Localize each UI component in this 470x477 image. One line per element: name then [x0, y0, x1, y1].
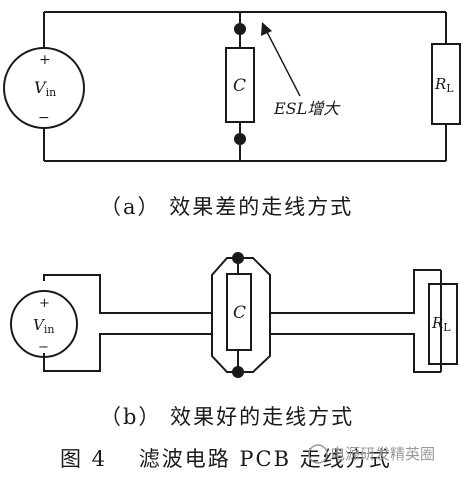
a-source-plus: + — [39, 52, 51, 68]
b-junction-top — [232, 252, 244, 264]
a-source-label: Vin — [34, 78, 56, 99]
b-source-plus: + — [39, 296, 50, 311]
b-left-feed-trace — [43, 274, 212, 314]
b-capacitor-pad — [211, 257, 271, 373]
a-capacitor-label: C — [233, 76, 246, 96]
watermark: 电源研发精英圈 — [308, 444, 435, 464]
a-load-label: RL — [434, 75, 454, 95]
b-load-label: RL — [431, 314, 451, 334]
b-source-minus: − — [38, 340, 49, 355]
b-capacitor-label: C — [233, 303, 246, 323]
diagram-b — [10, 257, 458, 373]
b-right-feed-trace — [270, 269, 441, 314]
b-left-return-trace — [43, 333, 212, 372]
a-source-minus: − — [38, 110, 50, 126]
b-source-label: Vin — [33, 316, 54, 336]
a-esl-arrow-head — [261, 22, 272, 36]
a-caption: （a） 效果差的走线方式 — [100, 195, 353, 219]
watermark-text: 电源研发精英圈 — [330, 445, 435, 463]
b-right-return-trace — [270, 333, 441, 373]
b-voltage-source — [10, 290, 78, 358]
a-capacitor-box — [225, 47, 255, 123]
watermark-logo-icon — [308, 444, 328, 464]
a-load-resistor-box — [431, 43, 461, 125]
b-load-resistor-box — [428, 283, 458, 365]
b-caption: （b） 效果好的走线方式 — [100, 405, 354, 429]
a-esl-arrow-line — [265, 29, 301, 97]
a-junction-top — [234, 23, 246, 35]
b-junction-bottom — [232, 366, 244, 378]
diagram-a — [3, 11, 461, 162]
a-junction-bottom — [234, 133, 246, 145]
figure-caption: 图 4 滤波电路 PCB 走线方式 — [60, 447, 392, 471]
a-esl-annotation: ESL增大 — [273, 99, 341, 118]
a-voltage-source — [3, 47, 85, 129]
